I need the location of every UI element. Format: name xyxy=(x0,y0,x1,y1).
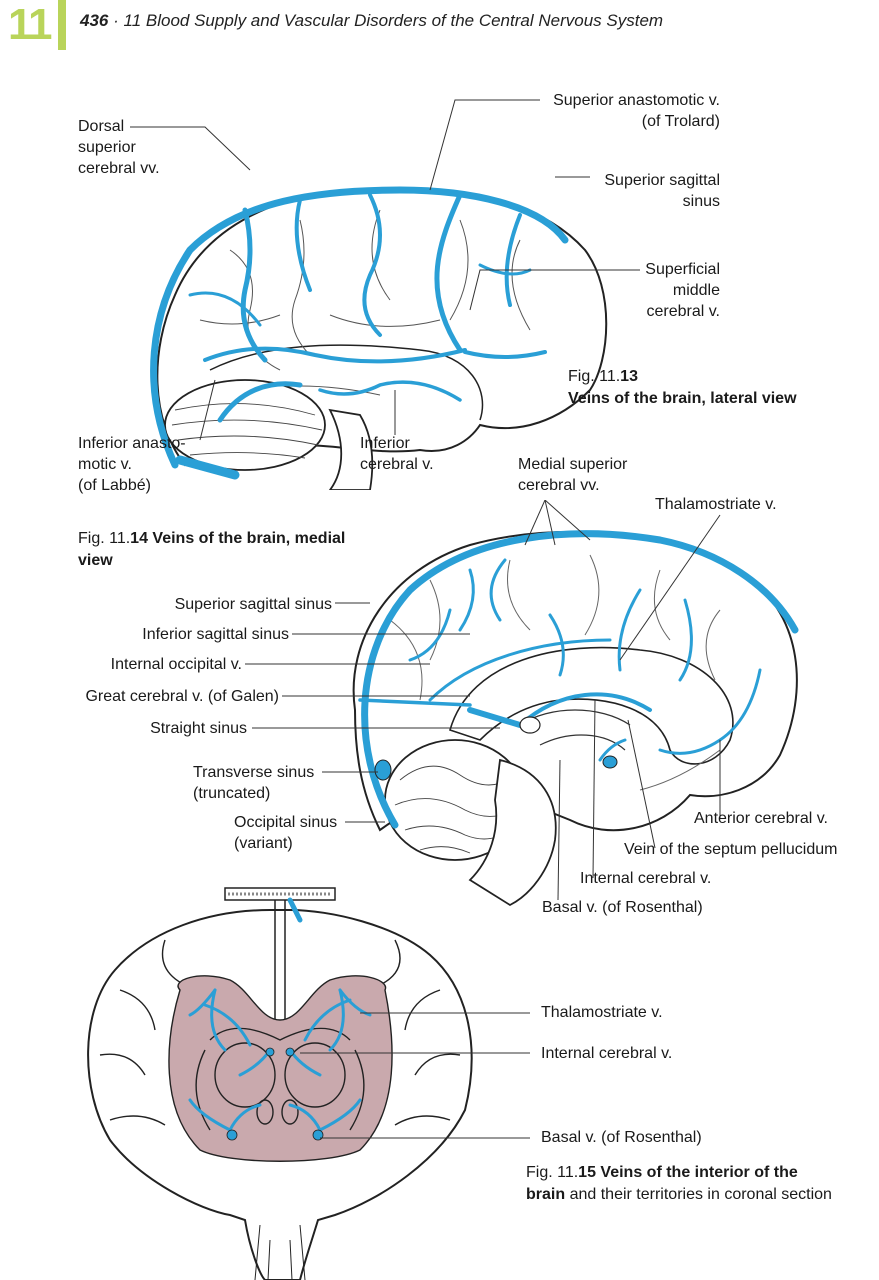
caption-fig-11-13: Fig. 11.13 Veins of the brain, lateral v… xyxy=(568,366,838,410)
label-thalamostriate-v-coronal: Thalamostriate v. xyxy=(541,1004,663,1021)
label-internal-occipital-v: Internal occipital v. xyxy=(110,656,242,673)
caption-13-number: Fig. 11. xyxy=(568,368,621,385)
caption-15-title: Veins of the interior of the brain xyxy=(526,1164,798,1203)
running-header: 436 · 11 Blood Supply and Vascular Disor… xyxy=(80,11,663,31)
label-basal-v-medial: Basal v. (of Rosenthal) xyxy=(542,899,703,916)
label-transverse-sinus: Transverse sinus (truncated) xyxy=(193,764,315,802)
label-thalamostriate-v-medial: Thalamostriate v. xyxy=(655,496,777,513)
label-superior-sagittal-sinus-medial: Superior sagittal sinus xyxy=(174,596,332,613)
caption-15-number-bold: 15 xyxy=(578,1164,596,1181)
label-superior-anastomotic-v: Superior anastomotic v. (of Trolard) xyxy=(553,92,720,130)
running-title: 11 Blood Supply and Vascular Disorders o… xyxy=(123,11,664,30)
label-vein-septum-pellucidum: Vein of the septum pellucidum xyxy=(624,841,838,858)
caption-14-number-bold: 14 xyxy=(130,530,148,547)
deep-venous-territory xyxy=(168,975,393,1162)
label-straight-sinus: Straight sinus xyxy=(150,720,247,737)
label-great-cerebral-v: Great cerebral v. (of Galen) xyxy=(85,688,279,705)
label-inferior-sagittal-sinus: Inferior sagittal sinus xyxy=(142,626,289,643)
caption-13-title: Veins of the brain, lateral view xyxy=(568,390,797,407)
label-medial-superior-cerebral-vv: Medial superior cerebral vv. xyxy=(518,456,628,494)
figure-lateral-view xyxy=(130,99,640,490)
label-inferior-cerebral-v: Inferior cerebral v. xyxy=(360,435,434,473)
label-dorsal-superior-cerebral-vv: Dorsal superior cerebral vv. xyxy=(78,118,160,177)
label-basal-v-coronal: Basal v. (of Rosenthal) xyxy=(541,1129,702,1146)
caption-15-rest: and their territories in coronal section xyxy=(569,1186,832,1203)
chapter-number: 11 xyxy=(8,0,52,49)
label-anterior-cerebral-v: Anterior cerebral v. xyxy=(694,810,828,827)
label-superior-sagittal-sinus-lateral: Superior sagittal sinus xyxy=(604,172,720,210)
caption-14-title: Veins of the brain, medial view xyxy=(78,530,346,569)
caption-13-number-bold: 13 xyxy=(620,368,638,385)
header-separator: · xyxy=(113,11,119,30)
caption-14-number: Fig. 11. xyxy=(78,530,131,547)
caption-15-number: Fig. 11. xyxy=(526,1164,579,1181)
label-internal-cerebral-v-coronal: Internal cerebral v. xyxy=(541,1045,673,1062)
label-superficial-middle-cerebral-v: Superficial middle cerebral v. xyxy=(645,261,720,320)
page-number: 436 xyxy=(80,11,109,30)
figure-coronal-section xyxy=(87,887,530,1280)
chapter-accent-bar xyxy=(58,0,66,50)
figure-medial-view xyxy=(245,500,799,907)
label-internal-cerebral-v-medial: Internal cerebral v. xyxy=(580,870,712,887)
label-occipital-sinus: Occipital sinus (variant) xyxy=(234,814,338,852)
caption-fig-11-14: Fig. 11.14 Veins of the brain, medial vi… xyxy=(78,528,378,572)
label-inferior-anastomotic-v: Inferior anasto- motic v. (of Labbé) xyxy=(78,435,186,494)
caption-fig-11-15: Fig. 11.15 Veins of the interior of the … xyxy=(526,1162,836,1206)
